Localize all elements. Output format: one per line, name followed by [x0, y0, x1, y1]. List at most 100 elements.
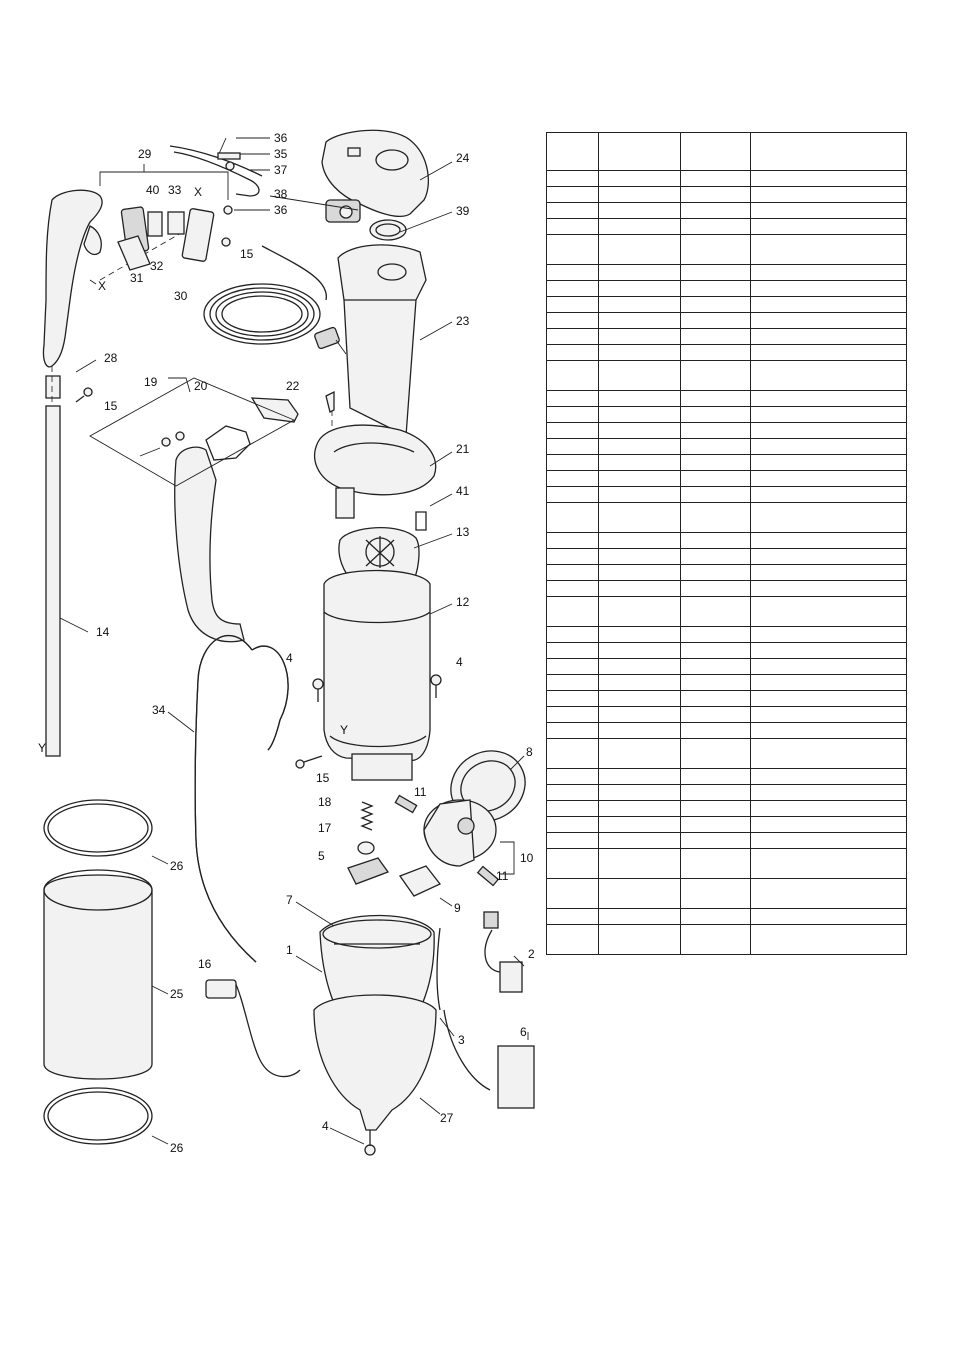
table-row: [546, 344, 907, 361]
table-cell: [546, 360, 599, 391]
table-cell: [546, 486, 599, 503]
table-cell: [680, 422, 751, 439]
table-cell: [546, 626, 599, 643]
table-cell: [750, 690, 907, 707]
table-cell: [750, 580, 907, 597]
table-cell: [680, 218, 751, 235]
callout-37: 37: [274, 163, 288, 177]
table-cell: [680, 768, 751, 785]
table-cell: [680, 674, 751, 691]
table-cell: [680, 690, 751, 707]
table-cell: [680, 580, 751, 597]
table-row: [546, 642, 907, 659]
table-cell: [680, 390, 751, 407]
table-cell: [680, 908, 751, 925]
table-cell: [598, 878, 681, 909]
table-row: [546, 768, 907, 785]
table-cell: [546, 328, 599, 345]
table-cell: [750, 878, 907, 909]
table-cell: [546, 878, 599, 909]
table-cell: [680, 312, 751, 329]
table-cell: [680, 406, 751, 423]
callout-17: 17: [318, 821, 332, 835]
table-row: [546, 580, 907, 597]
table-row: [546, 390, 907, 407]
table-cell: [680, 296, 751, 313]
table-cell: [546, 768, 599, 785]
latch: [347, 857, 390, 885]
callout-15-handle: 15: [240, 247, 254, 261]
table-cell: [750, 360, 907, 391]
table-cell: [680, 658, 751, 675]
table-row: [546, 658, 907, 675]
callout-14: 14: [96, 625, 110, 639]
table-cell: [750, 502, 907, 533]
table-cell: [680, 832, 751, 849]
table-cell: [750, 832, 907, 849]
table-cell: [750, 470, 907, 487]
table-cell: [598, 626, 681, 643]
table-row: [546, 296, 907, 313]
table-cell: [598, 202, 681, 219]
table-cell: [680, 532, 751, 549]
callout-22: 22: [286, 379, 300, 393]
table-row: [546, 328, 907, 345]
callout-25: 25: [170, 987, 184, 1001]
table-cell: [680, 548, 751, 565]
callout-4-bottom: 4: [322, 1119, 329, 1133]
callout-26-top: 26: [170, 859, 184, 873]
table-row: [546, 832, 907, 849]
table-cell: [546, 658, 599, 675]
table-cell: [750, 422, 907, 439]
table-cell: [750, 642, 907, 659]
table-row: [546, 218, 907, 235]
table-cell: [680, 186, 751, 203]
table-cell: [598, 406, 681, 423]
callout-27: 27: [440, 1111, 454, 1125]
table-cell: [598, 548, 681, 565]
callout-5: 5: [318, 849, 325, 863]
callout-16: 16: [198, 957, 212, 971]
table-cell: [546, 924, 599, 955]
table-cell: [598, 170, 681, 187]
table-cell: [750, 800, 907, 817]
table-row: [546, 170, 907, 187]
table-cell: [680, 470, 751, 487]
table-cell: [750, 738, 907, 769]
table-cell: [750, 722, 907, 739]
table-cell: [598, 768, 681, 785]
motor-bracket: [398, 865, 442, 897]
table-cell: [546, 722, 599, 739]
callout-20: 20: [194, 379, 208, 393]
table-cell: [680, 924, 751, 955]
table-cell: [598, 486, 681, 503]
table-row: [546, 234, 907, 265]
table-cell: [598, 908, 681, 925]
table-row: [546, 406, 907, 423]
callout-26-bottom: 26: [170, 1141, 184, 1155]
table-cell: [598, 186, 681, 203]
filter-sleeve: [43, 869, 153, 1080]
table-row: [546, 674, 907, 691]
table-row: [546, 784, 907, 801]
callout-23: 23: [456, 314, 470, 328]
table-cell: [750, 548, 907, 565]
table-cell: [750, 596, 907, 627]
table-cell: [598, 296, 681, 313]
callout-38: 38: [274, 187, 288, 201]
table-cell: [546, 296, 599, 313]
callout-28: 28: [104, 351, 118, 365]
table-cell: [598, 312, 681, 329]
table-cell: [750, 658, 907, 675]
table-cell: [546, 706, 599, 723]
table-cell: [680, 596, 751, 627]
table-cell: [546, 532, 599, 549]
table-row: [546, 908, 907, 925]
table-cell: [546, 674, 599, 691]
table-cell: [546, 344, 599, 361]
table-cell: [598, 816, 681, 833]
table-cell: [680, 800, 751, 817]
table-cell: [546, 908, 599, 925]
table-cell: [598, 218, 681, 235]
table-row: [546, 454, 907, 471]
